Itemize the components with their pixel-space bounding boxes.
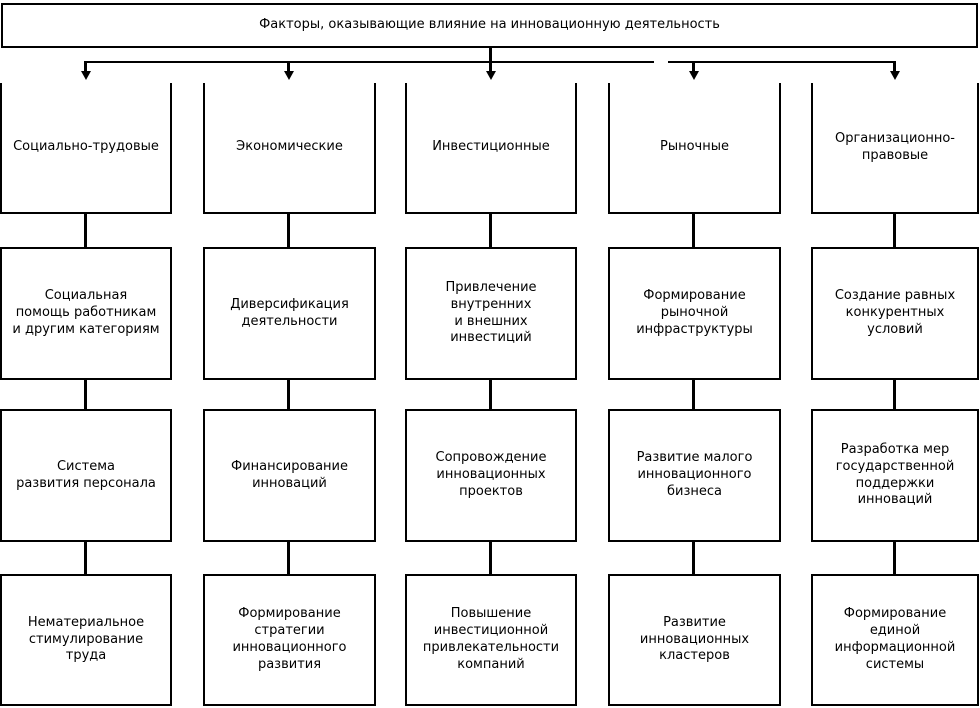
connector-arrow-stem-5 [893, 61, 896, 72]
connector-col5-r3r4 [893, 540, 896, 576]
factor-item-box: Диверсификация деятельности [203, 247, 376, 380]
factor-category-box-economic: Экономические [203, 83, 376, 214]
factor-item-label: Разработка мер государственной поддержки… [835, 441, 955, 508]
connector-horizontal-right [668, 61, 896, 63]
connector-col2-r2r3 [287, 378, 290, 411]
factor-item-label: Повышение инвестиционной привлекательнос… [422, 606, 560, 672]
factor-category-label: Организационно- правовые [834, 130, 955, 163]
factor-item-label: Финансирование инноваций [231, 458, 348, 491]
factor-item-box: Социальная помощь работникам и другим ка… [0, 247, 172, 380]
connector-col4-r3r4 [692, 540, 695, 576]
connector-col2-r1r2 [287, 212, 290, 249]
factor-category-box-investment: Инвестиционные [405, 83, 577, 214]
connector-col3-r1r2 [489, 212, 492, 249]
factor-item-label: Формирование рыночной инфраструктуры [636, 288, 753, 337]
connector-col1-r2r3 [84, 378, 87, 411]
connector-col2-r3r4 [287, 540, 290, 576]
factor-item-box: Система развития персонала [0, 409, 172, 542]
connector-col4-r2r3 [692, 378, 695, 411]
factor-category-label: Социально-трудовые [13, 139, 159, 155]
factor-category-box-market: Рыночные [608, 83, 781, 214]
factor-item-box: Формирование стратегии инновационного ра… [203, 574, 376, 706]
connector-arrow-stem-4 [692, 61, 695, 72]
factor-item-label: Система развития персонала [16, 458, 156, 491]
arrow-down-icon [890, 71, 900, 80]
factor-category-label: Экономические [236, 139, 343, 155]
factor-item-box: Создание равных конкурентных условий [811, 247, 979, 380]
factor-item-box: Разработка мер государственной поддержки… [811, 409, 979, 542]
factor-category-label: Рыночные [660, 139, 729, 155]
arrow-down-icon [284, 71, 294, 80]
factor-item-box: Финансирование инноваций [203, 409, 376, 542]
factor-item-label: Формирование единой информационной систе… [834, 606, 956, 672]
connector-col1-r3r4 [84, 540, 87, 576]
factor-item-label: Развитие малого инновационного бизнеса [636, 450, 753, 499]
arrow-down-icon [486, 71, 496, 80]
factor-item-box: Формирование рыночной инфраструктуры [608, 247, 781, 380]
factor-category-box-social: Социально-трудовые [0, 83, 172, 214]
factor-item-label: Развитие инновационных кластеров [639, 614, 750, 664]
factor-item-box: Привлечение внутренних и внешних инвести… [405, 247, 577, 380]
arrow-down-icon [689, 71, 699, 80]
arrow-down-icon [81, 71, 91, 80]
connector-title-stem [489, 47, 492, 63]
factor-item-box: Развитие инновационных кластеров [608, 574, 781, 706]
factor-item-label: Привлечение внутренних и внешних инвести… [445, 279, 537, 346]
factor-item-label: Создание равных конкурентных условий [834, 288, 956, 337]
factor-item-label: Социальная помощь работникам и другим ка… [12, 288, 160, 337]
factor-item-label: Нематериальное стимулирование труда [27, 614, 145, 664]
factor-item-box: Формирование единой информационной систе… [811, 574, 979, 706]
connector-col3-r2r3 [489, 378, 492, 411]
diagram-title: Факторы, оказывающие влияние на инноваци… [259, 17, 720, 33]
factor-item-box: Развитие малого инновационного бизнеса [608, 409, 781, 542]
connector-col3-r3r4 [489, 540, 492, 576]
factor-item-label: Сопровождение инновационных проектов [435, 450, 547, 499]
connector-arrow-stem-3 [489, 61, 492, 72]
connector-col5-r1r2 [893, 212, 896, 249]
factor-item-box: Повышение инвестиционной привлекательнос… [405, 574, 577, 706]
factor-item-label: Диверсификация деятельности [230, 296, 349, 329]
connector-arrow-stem-2 [287, 61, 290, 72]
diagram-title-box: Факторы, оказывающие влияние на инноваци… [1, 3, 978, 48]
connector-horizontal-left [84, 61, 654, 63]
connector-col4-r1r2 [692, 212, 695, 249]
factor-category-box-organizational-legal: Организационно- правовые [811, 83, 979, 214]
connector-col1-r1r2 [84, 212, 87, 249]
factor-category-label: Инвестиционные [432, 139, 550, 155]
factor-item-box: Нематериальное стимулирование труда [0, 574, 172, 706]
factor-item-label: Формирование стратегии инновационного ра… [232, 606, 347, 672]
connector-arrow-stem-1 [84, 61, 87, 72]
connector-col5-r2r3 [893, 378, 896, 411]
factor-item-box: Сопровождение инновационных проектов [405, 409, 577, 542]
